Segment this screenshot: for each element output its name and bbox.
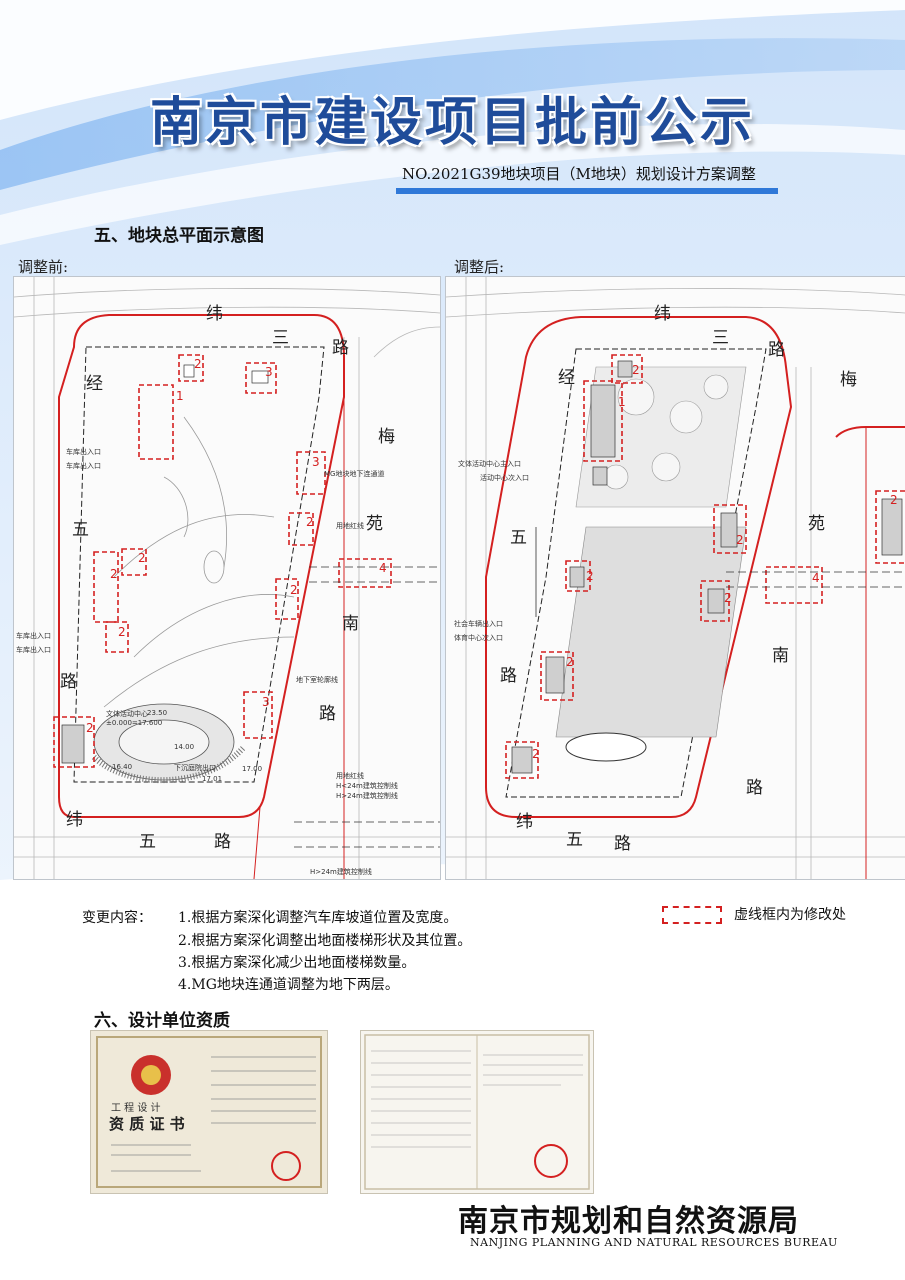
site-plan-after-drawing	[446, 277, 905, 879]
after-label: 调整后:	[454, 258, 505, 276]
annotation-elev-1: ±0.000=17.600	[106, 719, 163, 727]
road-meiyuannan-3: 南	[342, 614, 359, 634]
mark-after-6: 2	[724, 591, 732, 605]
mark-before-10: 2	[118, 625, 126, 639]
official-seal-icon	[534, 1144, 568, 1178]
annotation-after-entrance-1: 文体活动中心主入口	[458, 460, 521, 468]
road-jingwu-2: 五	[72, 520, 89, 540]
site-plan-before-drawing	[14, 277, 440, 879]
annotation-after-entrance-3: 社会车辆出入口	[454, 620, 503, 628]
road-weiwu-1: 纬	[66, 810, 83, 830]
mark-before-2: 3	[265, 365, 273, 379]
road-jingwu-after-2: 五	[510, 528, 527, 548]
mark-before-1: 2	[194, 357, 202, 371]
road-jingwu-1: 经	[86, 374, 103, 394]
road-meiyuannan-after-4: 路	[746, 778, 763, 798]
mark-before-7: 2	[138, 551, 146, 565]
road-weisan-1: 纬	[206, 304, 223, 324]
change-item-3: 3.根据方案深化减少出地面楼梯数量。	[178, 955, 416, 971]
road-meiyuannan-4: 路	[319, 704, 336, 724]
road-weisan-after-2: 三	[712, 328, 729, 348]
annotation-control-1: H<24m建筑控制线	[336, 782, 398, 790]
page-title: 南京市建设项目批前公示	[149, 92, 755, 153]
change-item-1: 1.根据方案深化调整汽车库坡道位置及宽度。	[178, 910, 458, 926]
certificate-detail-illustration	[364, 1034, 590, 1190]
annotation-redline-2: 用地红线	[336, 772, 364, 780]
certificate-line-1: 工 程 设 计	[111, 1103, 161, 1114]
section-heading-qualification: 六、设计单位资质	[94, 1011, 230, 1031]
change-item-2: 2.根据方案深化调整出地面楼梯形状及其位置。	[178, 933, 472, 949]
road-weiwu-after-2: 五	[566, 830, 583, 850]
road-weiwu-after-1: 纬	[516, 812, 533, 832]
road-weiwu-after-3: 路	[614, 834, 631, 854]
mark-before-11: 3	[262, 695, 270, 709]
section-heading-site-plan: 五、地块总平面示意图	[94, 226, 264, 246]
annotation-entrance-4: 车库出入口	[16, 646, 51, 654]
annotation-elev-4: 17.01	[202, 775, 223, 783]
annotation-center: 文体活动中心	[106, 710, 148, 718]
road-meiyuannan-after-1: 梅	[840, 370, 857, 390]
road-weiwu-2: 五	[139, 832, 156, 852]
changes-label: 变更内容：	[82, 910, 152, 926]
page-subtitle: NO.2021G39地块项目（M地块）规划设计方案调整	[402, 165, 756, 183]
mark-after-2: 1	[618, 395, 626, 409]
annotation-elev-2: 23.50	[147, 709, 168, 717]
mark-after-8: 2	[532, 747, 540, 761]
mark-after-7: 2	[566, 655, 574, 669]
road-weiwu-3: 路	[214, 832, 231, 852]
footer-bureau-name-cn: 南京市规划和自然资源局	[458, 1204, 799, 1239]
annotation-underground: 地下室轮廓线	[296, 676, 338, 684]
mark-before-8: 2	[290, 583, 298, 597]
before-label: 调整前:	[18, 258, 69, 276]
road-meiyuannan-after-3: 南	[772, 646, 789, 666]
annotation-entrance-1: 车库出入口	[66, 448, 101, 456]
mark-before-6: 4	[379, 561, 387, 575]
annotation-control-3: H>24m建筑控制线	[310, 868, 372, 876]
road-weisan-2: 三	[272, 328, 289, 348]
annotation-after-entrance-4: 体育中心次入口	[454, 634, 503, 642]
annotation-after-entrance-2: 活动中心次入口	[480, 474, 529, 482]
legend-text: 虚线框内为修改处	[734, 907, 846, 923]
mark-after-1: 2	[632, 363, 640, 377]
mark-before-3: 1	[176, 389, 184, 403]
road-jingwu-after-3: 路	[500, 666, 517, 686]
mark-before-9: 2	[110, 567, 118, 581]
annotation-entrance-3: 车库出入口	[16, 632, 51, 640]
official-seal-icon	[271, 1151, 301, 1181]
certificate-line-2: 资 质 证 书	[109, 1115, 185, 1133]
mark-before-5: 2	[306, 515, 314, 529]
mark-after-3: 2	[736, 533, 744, 547]
qualification-certificate-detail	[360, 1030, 594, 1194]
annotation-underpass: MG地块地下连通道	[324, 470, 385, 478]
mark-after-5: 4	[812, 571, 820, 585]
mark-after-4: 2	[586, 569, 594, 583]
annotation-control-2: H>24m建筑控制线	[336, 792, 398, 800]
annotation-elev-3: 14.00	[174, 743, 195, 751]
qualification-certificate: 工 程 设 计 资 质 证 书	[90, 1030, 328, 1194]
road-jingwu-after-1: 经	[558, 368, 575, 388]
annotation-redline: 用地红线	[336, 522, 364, 530]
road-meiyuannan-after-2: 苑	[808, 514, 825, 534]
annotation-elev-5: 17.00	[242, 765, 263, 773]
road-weisan-after-3: 路	[768, 340, 785, 360]
road-weisan-after-1: 纬	[654, 304, 671, 324]
road-meiyuannan-1: 梅	[378, 427, 395, 447]
annotation-exit: 下沉庭院出口	[174, 764, 216, 772]
road-jingwu-3: 路	[60, 672, 77, 692]
mark-before-12: 2	[86, 721, 94, 735]
mark-before-4: 3	[312, 455, 320, 469]
mark-after-9: 2	[890, 493, 898, 507]
site-plan-before: 纬 三 路 经 五 路 梅 苑 南 路 纬 五 路 车库出入口 车库出入口 车库…	[13, 276, 441, 880]
road-weisan-3: 路	[332, 338, 349, 358]
legend-dashed-box	[662, 906, 722, 924]
site-plan-after: 纬 三 路 经 五 路 梅 苑 南 路 纬 五 路 文体活动中心主入口 活动中心…	[445, 276, 905, 880]
change-item-4: 4.MG地块连通道调整为地下两层。	[178, 977, 399, 993]
certificate-illustration	[96, 1036, 322, 1188]
footer-bureau-name-en: NANJING PLANNING AND NATURAL RESOURCES B…	[470, 1236, 838, 1249]
annotation-entrance-2: 车库出入口	[66, 462, 101, 470]
subtitle-underline	[396, 188, 778, 194]
annotation-elev-6: 16.40	[112, 763, 133, 771]
road-meiyuannan-2: 苑	[366, 514, 383, 534]
